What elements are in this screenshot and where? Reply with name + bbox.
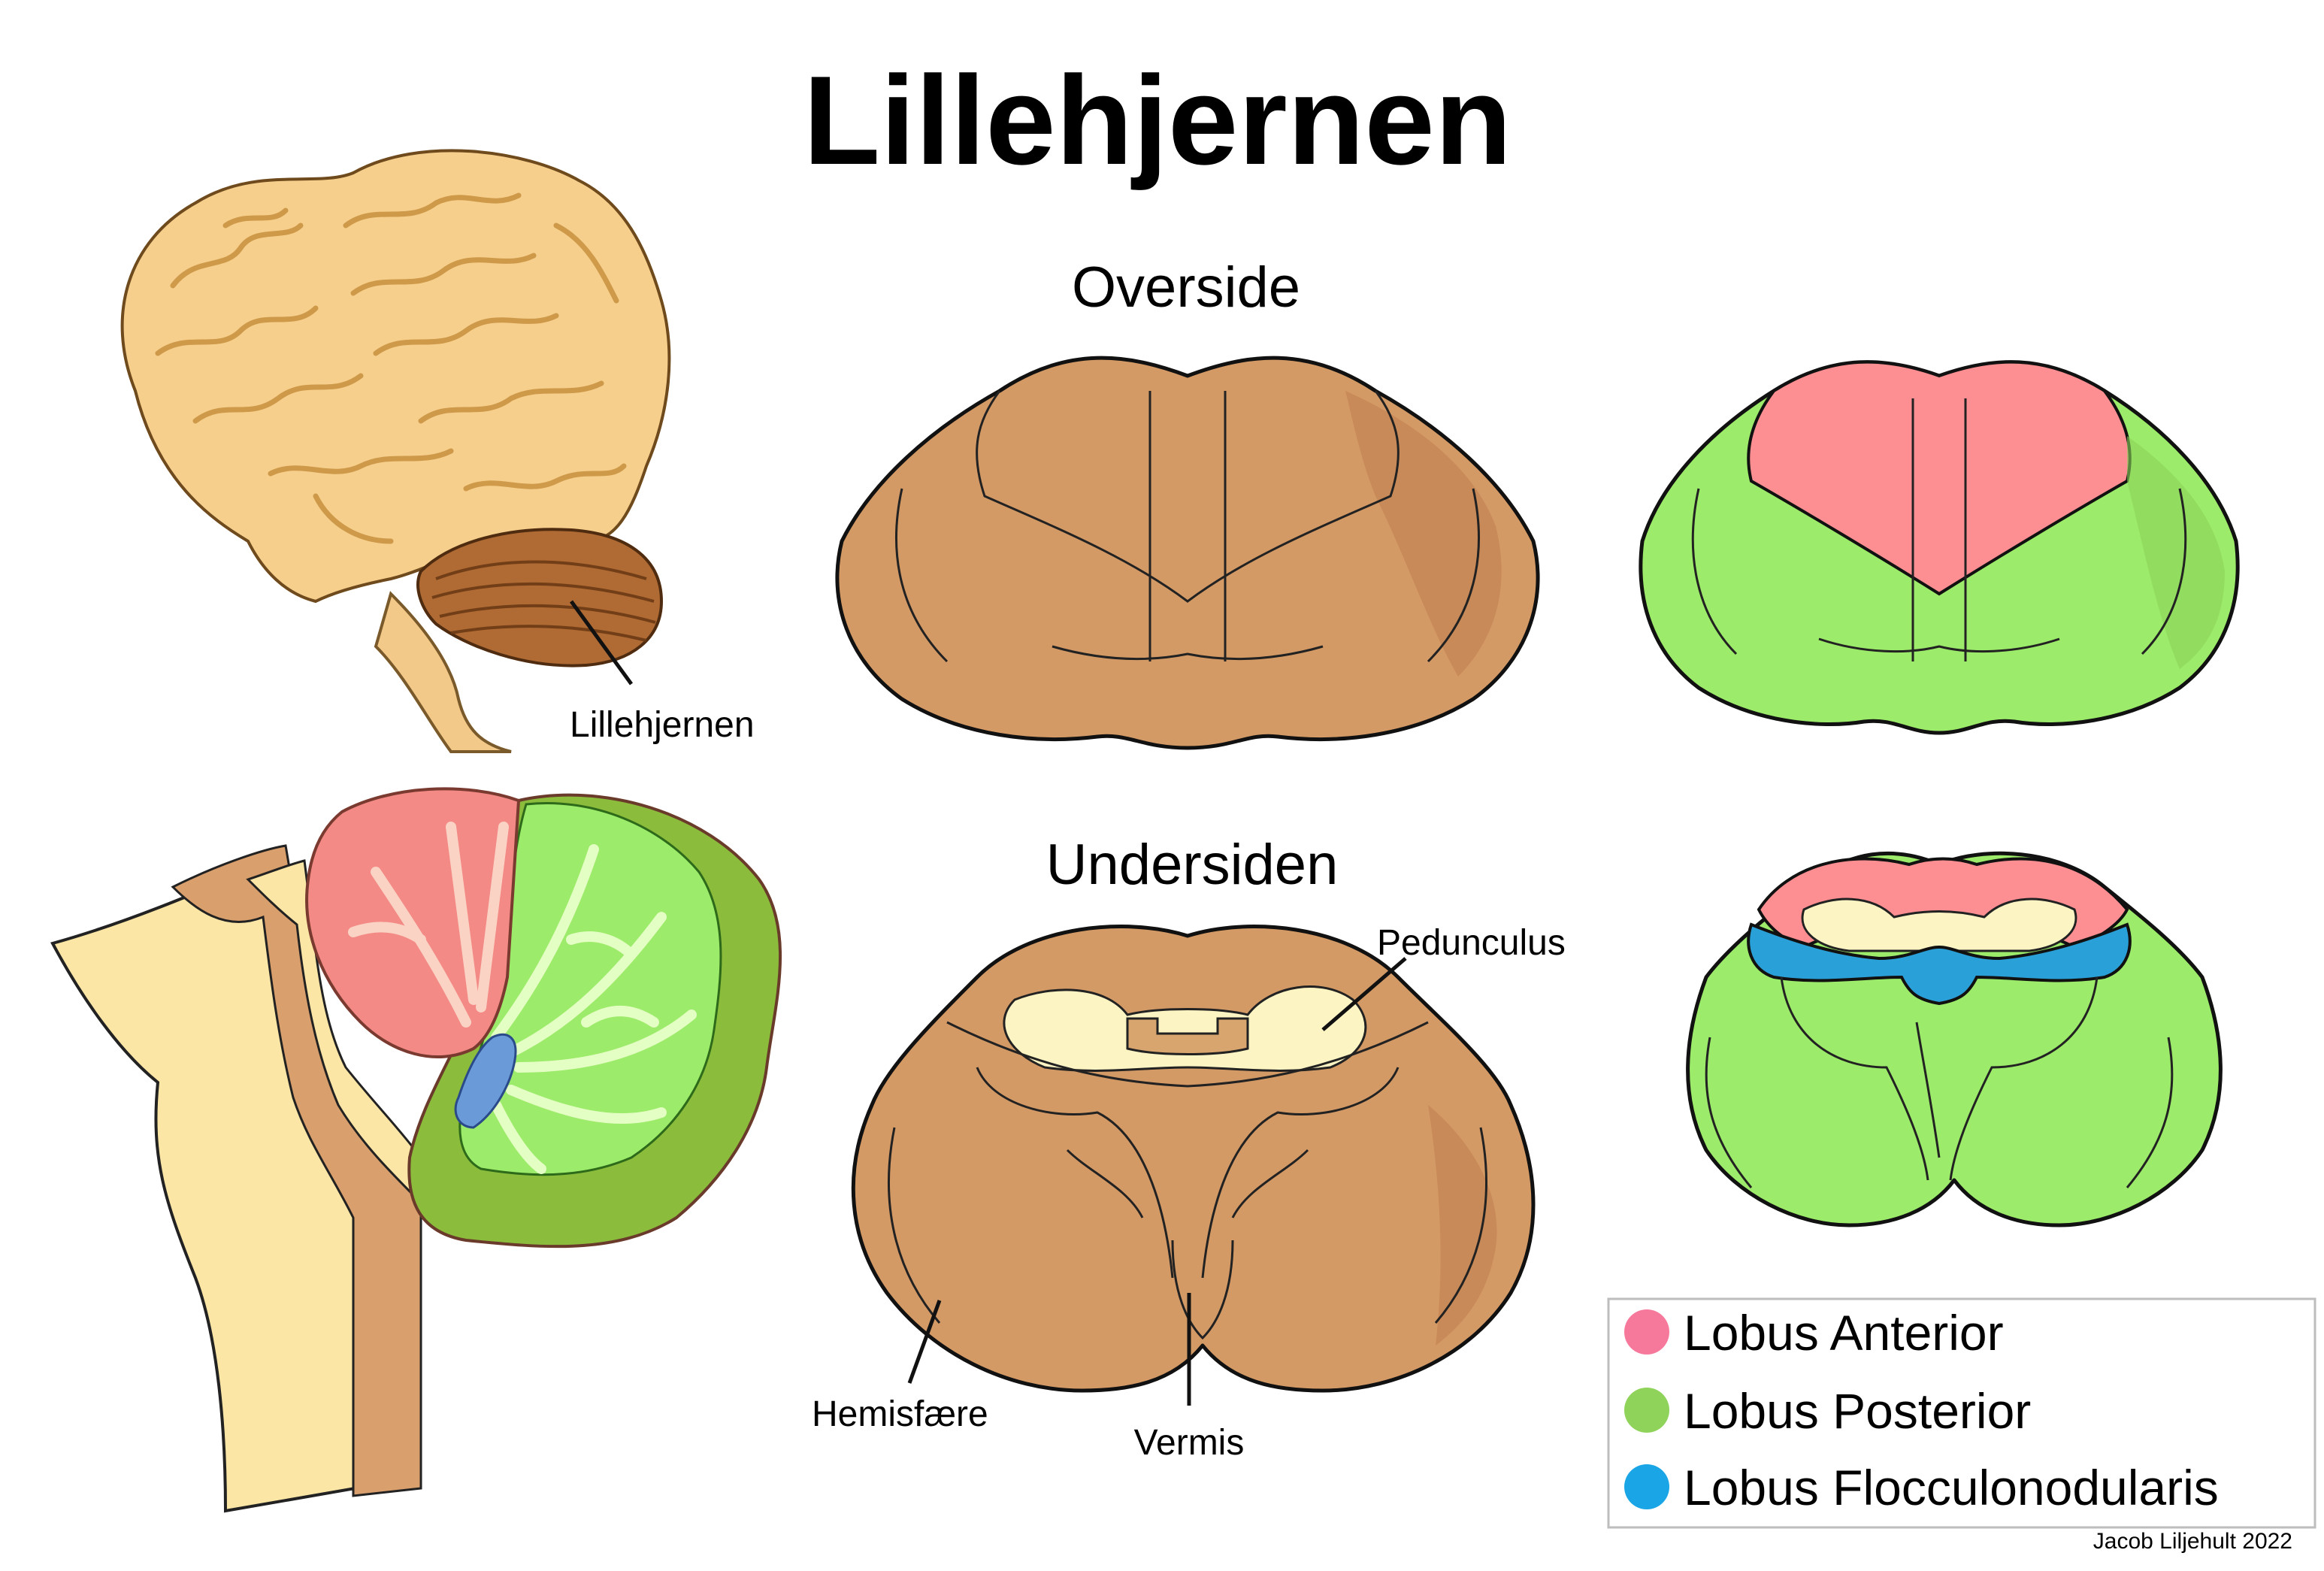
superior-view-lobes	[1639, 360, 2240, 735]
peduncle-label: Pedunculus	[1377, 923, 1566, 963]
diagram-title: Lillehjernen	[803, 50, 1512, 191]
brain-cerebellum-label: Lillehjernen	[570, 705, 755, 745]
legend-label-anterior: Lobus Anterior	[1684, 1305, 2004, 1361]
inferior-flocculonodular	[1747, 922, 2132, 1006]
brain-cerebellum-leader	[569, 600, 634, 686]
legend-item-posterior: Lobus Posterior	[1624, 1383, 2031, 1439]
legend-swatch-flocculonodular	[1624, 1464, 1669, 1509]
vermis-label: Vermis	[1134, 1423, 1245, 1463]
brain-cerebellum-region	[416, 528, 664, 667]
author-credit: Jacob Liljehult 2022	[2093, 1529, 2292, 1554]
lateral-brain-illustration: Lillehjernen	[120, 149, 755, 753]
legend-label-posterior: Lobus Posterior	[1684, 1383, 2031, 1439]
legend-swatch-anterior	[1624, 1309, 1669, 1355]
hemisphere-label: Hemisfære	[812, 1394, 988, 1434]
legend-item-anterior: Lobus Anterior	[1624, 1305, 2004, 1361]
legend-item-flocculonodular: Lobus Flocculonodularis	[1624, 1460, 2219, 1515]
sagittal-flocculonodular	[454, 1033, 517, 1129]
legend-box	[1607, 1297, 2316, 1529]
superior-view-brown	[835, 356, 1540, 750]
brain-stem	[374, 591, 512, 753]
inferior-view-heading: Undersiden	[1046, 833, 1339, 897]
inferior-view-brown	[851, 925, 1536, 1393]
superior-view-heading: Overside	[1072, 256, 1300, 319]
superior-anterior-lobe	[1747, 360, 2132, 596]
peduncle-leader	[1321, 957, 1407, 1031]
legend: Lobus Anterior Lobus Posterior Lobus Flo…	[1607, 1297, 2316, 1529]
sagittal-section-illustration	[50, 787, 782, 1513]
legend-label-flocculonodular: Lobus Flocculonodularis	[1684, 1460, 2219, 1515]
hemisphere-leader	[907, 1300, 942, 1384]
inferior-view-lobes	[1686, 851, 2223, 1227]
legend-swatch-posterior	[1624, 1388, 1669, 1433]
